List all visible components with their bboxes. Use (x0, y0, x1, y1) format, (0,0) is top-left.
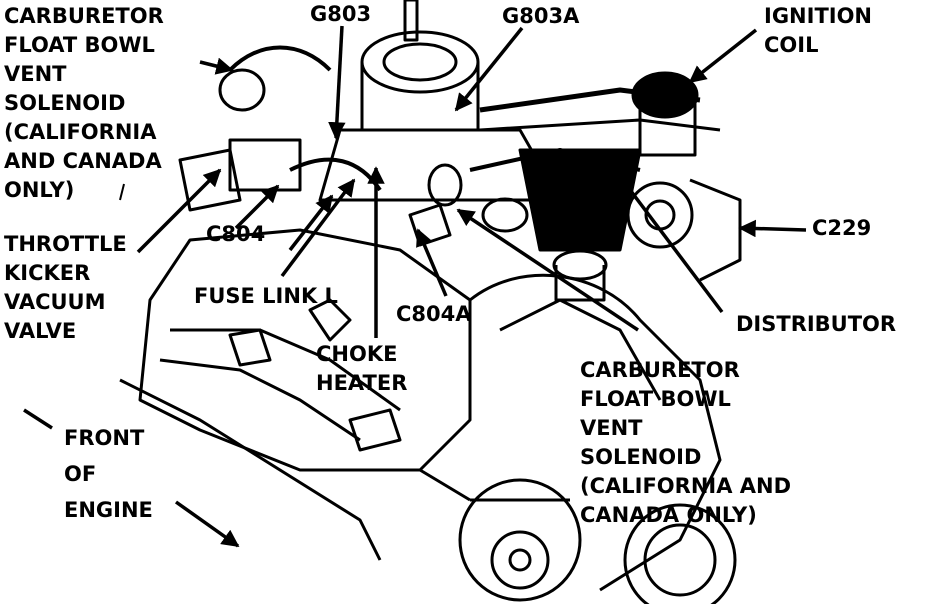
leader-g803a (454, 26, 524, 112)
leader-ignition-coil (688, 28, 758, 84)
front-arrow-lower (174, 500, 240, 548)
label-g803a: G803A (502, 4, 580, 28)
label-carburetor-float-bowl-vent-solenoid-right: CARBURETOR FLOAT BOWL VENT SOLENOID (CAL… (580, 358, 792, 527)
label-fuse-link-l: FUSE LINK L (194, 284, 338, 308)
label-choke-heater: CHOKE HEATER (316, 342, 408, 395)
label-ignition-coil: IGNITION COIL (764, 4, 873, 57)
front-arrow-upper (23, 408, 53, 430)
label-carburetor-float-bowl-vent-solenoid-left: CARBURETOR FLOAT BOWL VENT SOLENOID (CAL… (4, 4, 164, 202)
label-front-of-engine: FRONT OF ENGINE (64, 426, 153, 522)
leader-carb-vent-right (456, 208, 639, 332)
leader-carb-vent-left (199, 57, 234, 75)
leader-c804-b (288, 194, 334, 252)
leader-g803 (328, 25, 346, 140)
leader-c229 (738, 219, 807, 238)
label-c804: C804 (206, 222, 266, 246)
leader-fuse-link (280, 178, 356, 278)
leader-c804a (416, 228, 448, 297)
leader-throttle-kicker (136, 168, 222, 254)
label-c229: C229 (812, 216, 872, 240)
label-g803: G803 (310, 2, 372, 26)
label-distributor: DISTRIBUTOR (736, 312, 897, 336)
label-throttle-kicker-vacuum-valve: THROTTLE KICKER VACUUM VALVE (4, 232, 127, 343)
leader-lines (23, 25, 807, 548)
leader-distributor (598, 148, 724, 314)
leader-c804-a (234, 184, 280, 230)
label-c804a: C804A (396, 302, 472, 326)
